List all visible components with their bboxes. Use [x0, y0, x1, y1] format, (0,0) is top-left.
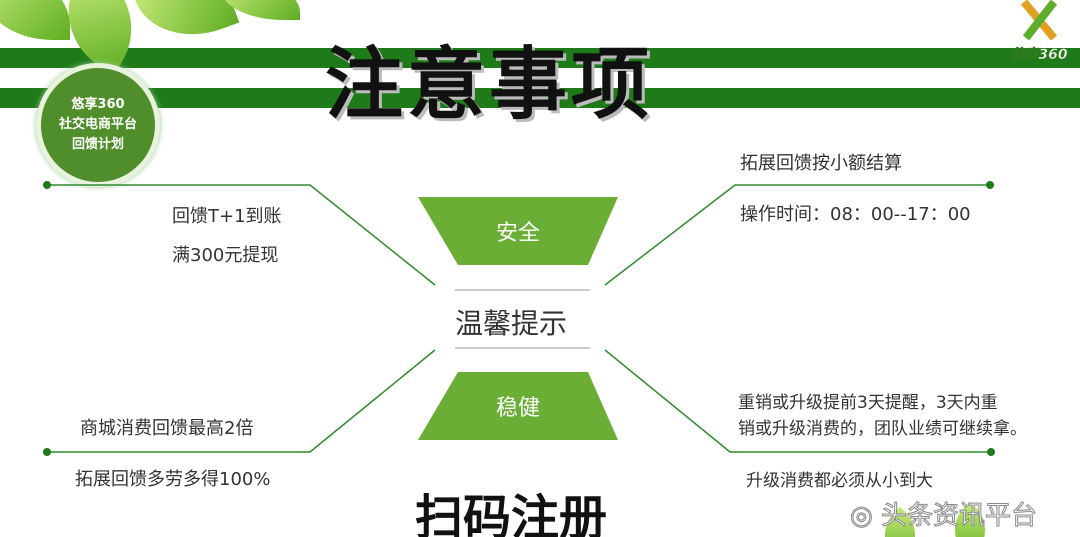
badge-line: 社交电商平台	[58, 117, 137, 132]
second-band	[0, 88, 1080, 108]
connector-line	[47, 184, 436, 286]
left-bottom-text: 拓展回馈多劳多得100%	[75, 469, 271, 490]
top-band	[0, 48, 1080, 68]
logo-mark-icon	[1020, 0, 1058, 41]
badge-line: 回馈计划	[71, 137, 124, 152]
dot	[43, 181, 51, 189]
dot	[43, 448, 51, 456]
left-top-text: 回馈T+1到账	[172, 206, 282, 227]
left-top-text: 满300元提现	[172, 245, 279, 266]
right-top-text: 拓展回馈按小额结算	[740, 153, 902, 174]
steady-label: 稳健	[495, 396, 540, 421]
connector-line	[604, 184, 990, 286]
dot	[986, 181, 994, 189]
connector-line	[604, 349, 991, 453]
page-title: 注意事项	[325, 40, 654, 130]
watermark-text: 头条资讯平台	[880, 501, 1037, 532]
logo-text: 悠享360	[1010, 47, 1068, 64]
right-bottom-text: 重销或升级提前3天提醒，3天内重	[738, 393, 998, 413]
wechat-icon: ◎	[850, 501, 874, 532]
brand-logo: 悠享360	[1000, 0, 1078, 66]
dot	[987, 448, 995, 456]
register-heading: 扫码注册	[415, 490, 608, 537]
connector-line	[47, 349, 436, 453]
left-bottom-text: 商城消费回馈最高2倍	[80, 418, 254, 439]
steady-trapezoid	[418, 372, 618, 440]
right-bottom-text: 销或升级消费的，团队业绩可继续拿。	[738, 419, 1027, 439]
plan-badge: 悠享360 社交电商平台 回馈计划	[36, 63, 160, 187]
tips-heading: 温馨提示	[455, 307, 568, 340]
watermark: ◎ 头条资讯平台	[850, 500, 1038, 532]
badge-line: 悠享360	[71, 97, 125, 112]
safety-label: 安全	[495, 221, 540, 246]
safety-trapezoid	[418, 197, 618, 265]
right-top-text: 操作时间：08：00--17：00	[740, 204, 971, 225]
right-bottom-text: 升级消费都必须从小到大	[746, 471, 933, 491]
